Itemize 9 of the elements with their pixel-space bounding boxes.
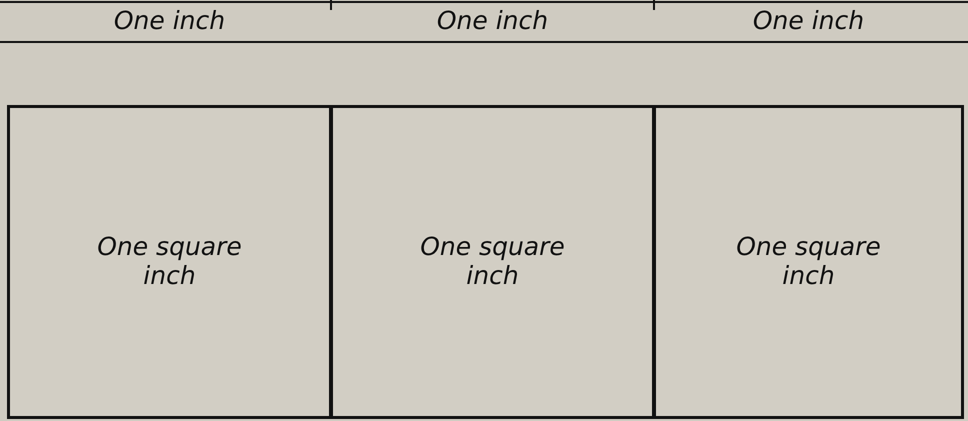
area-label: One square inch — [96, 233, 243, 291]
dimension-label: One inch — [114, 6, 226, 35]
dimension-label: One inch — [752, 6, 864, 35]
square-box — [7, 105, 332, 419]
square-box — [653, 105, 964, 419]
area-label: One square inch — [735, 233, 882, 291]
dimension-label: One inch — [436, 6, 548, 35]
square-box — [330, 105, 655, 419]
area-label: One square inch — [419, 233, 566, 291]
